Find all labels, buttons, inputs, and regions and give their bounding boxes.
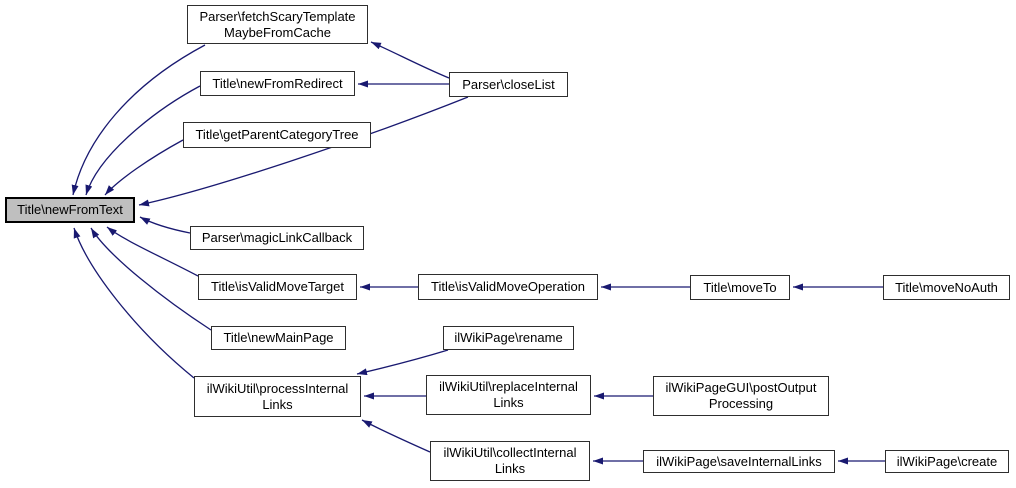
edge-isvalidmovetarget-to-newfromtext (106, 226, 199, 277)
node-title-newmainpage[interactable]: Title\newMainPage (211, 326, 346, 350)
edge-processinternallinks-to-newfromtext (73, 227, 195, 379)
node-ilwikipage-saveinternallinks[interactable]: ilWikiPage\saveInternalLinks (643, 450, 835, 473)
node-ilwikiutil-processinternallinks[interactable]: ilWikiUtil\processInternal Links (194, 376, 361, 417)
node-title-newfromredirect[interactable]: Title\newFromRedirect (200, 71, 355, 96)
node-parser-closelist[interactable]: Parser\closeList (449, 72, 568, 97)
edge-closelist-to-newfromtext (138, 96, 469, 207)
node-ilwikipagegui-postoutputprocessing[interactable]: ilWikiPageGUI\postOutput Processing (653, 376, 829, 416)
node-parser-magiclinkcallback[interactable]: Parser\magicLinkCallback (190, 226, 364, 250)
node-title-getparentcategorytree[interactable]: Title\getParentCategoryTree (183, 122, 371, 148)
node-title-movenoauth[interactable]: Title\moveNoAuth (883, 275, 1010, 300)
node-title-isvalidmoveoperation[interactable]: Title\isValidMoveOperation (418, 274, 598, 300)
node-ilwikipage-rename[interactable]: ilWikiPage\rename (443, 326, 574, 350)
node-ilwikiutil-collectinternallinks[interactable]: ilWikiUtil\collectInternal Links (430, 441, 590, 481)
edge-getparentcategorytree-to-newfromtext (104, 139, 184, 196)
edge-closelist-to-fetchscarytemplate (370, 41, 450, 79)
edge-magiclinkcallback-to-newfromtext (139, 216, 191, 234)
node-title-isvalidmovetarget[interactable]: Title\isValidMoveTarget (198, 274, 357, 300)
node-title-newfromtext: Title\newFromText (5, 197, 135, 223)
edge-rename-to-processinternallinks (356, 349, 449, 376)
edge-newmainpage-to-newfromtext (90, 227, 212, 331)
node-title-moveto[interactable]: Title\moveTo (690, 275, 790, 300)
node-ilwikiutil-replaceinternallinks[interactable]: ilWikiUtil\replaceInternal Links (426, 375, 591, 415)
edge-newfromredirect-to-newfromtext (85, 85, 201, 196)
edge-collectinternallinks-to-processinternallinks (361, 419, 431, 453)
node-parser-fetchscarytemplatemaybefromcache[interactable]: Parser\fetchScaryTemplate MaybeFromCache (187, 5, 368, 44)
edge-fetchscarytemplate-to-newfromtext (71, 44, 206, 196)
node-ilwikipage-create[interactable]: ilWikiPage\create (885, 450, 1009, 473)
